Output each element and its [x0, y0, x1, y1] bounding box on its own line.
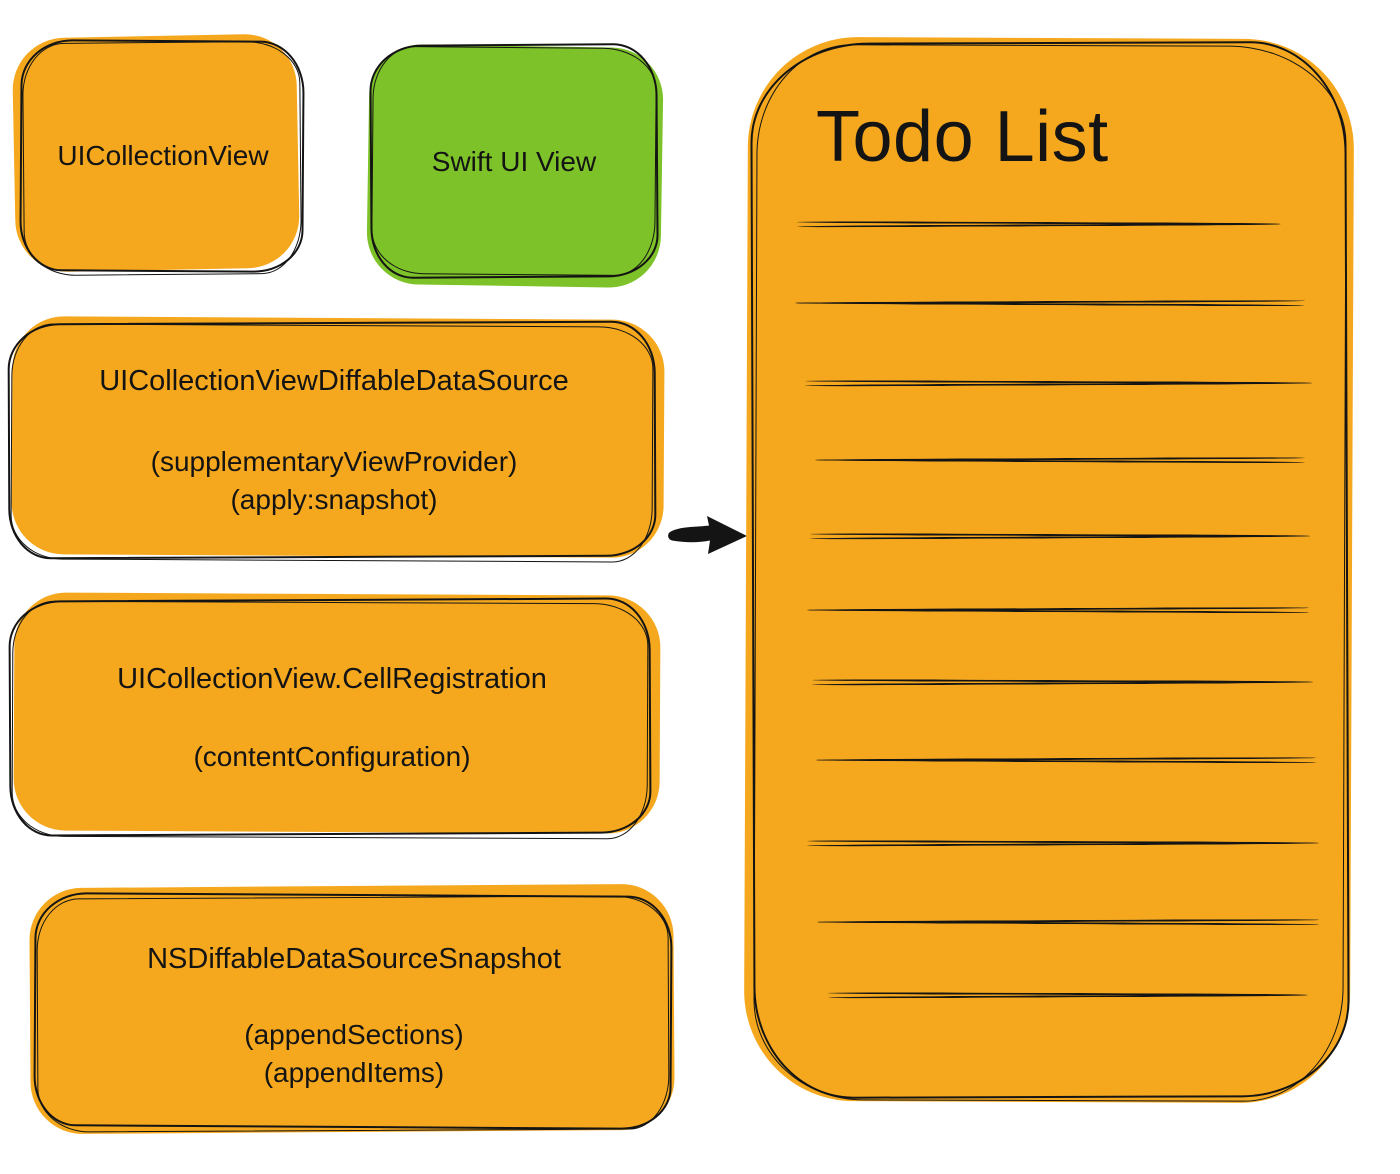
ruled-line — [828, 991, 1308, 999]
box-uicollectionview: UICollectionView — [11, 30, 312, 282]
box-outline — [11, 600, 649, 840]
ruled-line — [815, 456, 1305, 464]
box-snapshot: NSDiffableDataSourceSnapshot (appendSect… — [26, 883, 682, 1140]
method-label: (appendItems) — [263, 1057, 445, 1089]
box-diffable-datasource: UICollectionViewDiffableDataSource (supp… — [4, 314, 665, 568]
box-outline — [36, 895, 670, 1133]
ruled-line — [805, 379, 1312, 387]
box-cell-registration: UICollectionView.CellRegistration (conte… — [4, 590, 661, 846]
box-snapshot-title: NSDiffableDataSourceSnapshot — [147, 943, 561, 975]
box-diffable-datasource-methods: (supplementaryViewProvider) (apply:snaps… — [4, 443, 664, 519]
box-cell-registration-methods: (contentConfiguration) — [4, 738, 660, 776]
box-swiftui-view: Swift UI View — [360, 36, 668, 289]
method-label: (appendSections) — [244, 1019, 464, 1050]
box-cell-registration-title: UICollectionView.CellRegistration — [117, 663, 547, 695]
todo-list-title: Todo List — [816, 97, 1109, 177]
right-arrow-icon — [666, 509, 750, 557]
box-snapshot-methods: (appendSections) (appendItems) — [26, 1016, 682, 1092]
box-uicollectionview-label: UICollectionView — [57, 140, 269, 171]
ruled-line — [817, 918, 1319, 926]
ruled-line — [797, 220, 1281, 228]
todo-list-panel: Todo List — [743, 34, 1360, 1108]
method-label: (apply:snapshot) — [230, 484, 438, 516]
ruled-line — [807, 839, 1319, 847]
box-diffable-datasource-title: UICollectionViewDiffableDataSource — [99, 365, 569, 397]
ruled-line — [816, 756, 1316, 764]
todo-lines — [744, 34, 1360, 1108]
ruled-line — [795, 299, 1305, 307]
ruled-line — [812, 678, 1313, 686]
method-label: (supplementaryViewProvider) — [150, 446, 518, 477]
ruled-line — [810, 532, 1310, 540]
ruled-line — [807, 606, 1309, 614]
box-swiftui-view-label: Swift UI View — [431, 146, 597, 177]
method-label: (contentConfiguration) — [193, 741, 471, 772]
